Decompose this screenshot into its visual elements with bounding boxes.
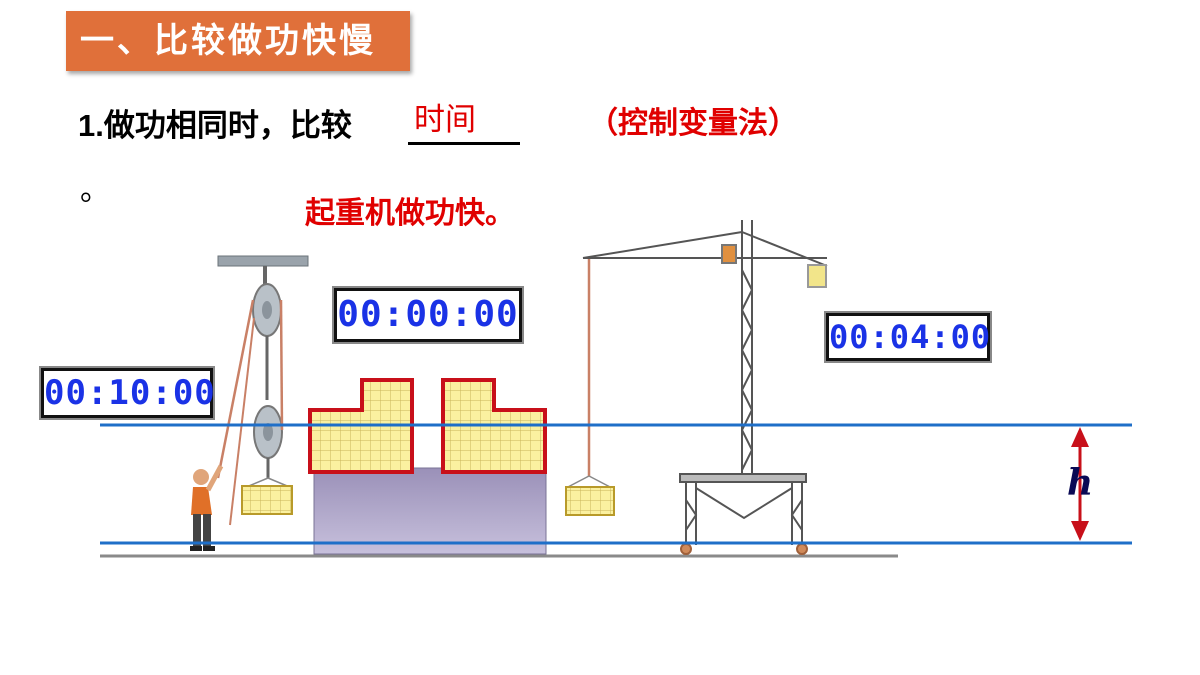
answer-text: 时间 (414, 102, 476, 138)
conclusion-text: 起重机做功快。 (305, 196, 515, 231)
crane-hook-load (565, 258, 615, 516)
section-title: 一、比较做功快慢 (66, 11, 410, 71)
tower-crane (582, 220, 828, 555)
method-note: （控制变量法） (588, 106, 798, 141)
pulley-system (216, 255, 309, 526)
pulley-timer: 00:10:00 (41, 368, 215, 418)
height-label: h (1067, 462, 1094, 504)
question-trailing-period: 。 (80, 173, 110, 208)
height-arrow (1071, 427, 1089, 541)
question-text: 做功相同时，比较 (103, 108, 352, 144)
center-timer: 00:00:00 (334, 288, 522, 342)
comparison-blocks (308, 378, 547, 555)
person-figure (190, 464, 224, 551)
question-number: 1. (78, 108, 104, 143)
crane-timer: 00:04:00 (826, 313, 990, 361)
question-1: 1.做功相同时，比较 (78, 100, 352, 145)
answer-blank-line (408, 142, 520, 145)
